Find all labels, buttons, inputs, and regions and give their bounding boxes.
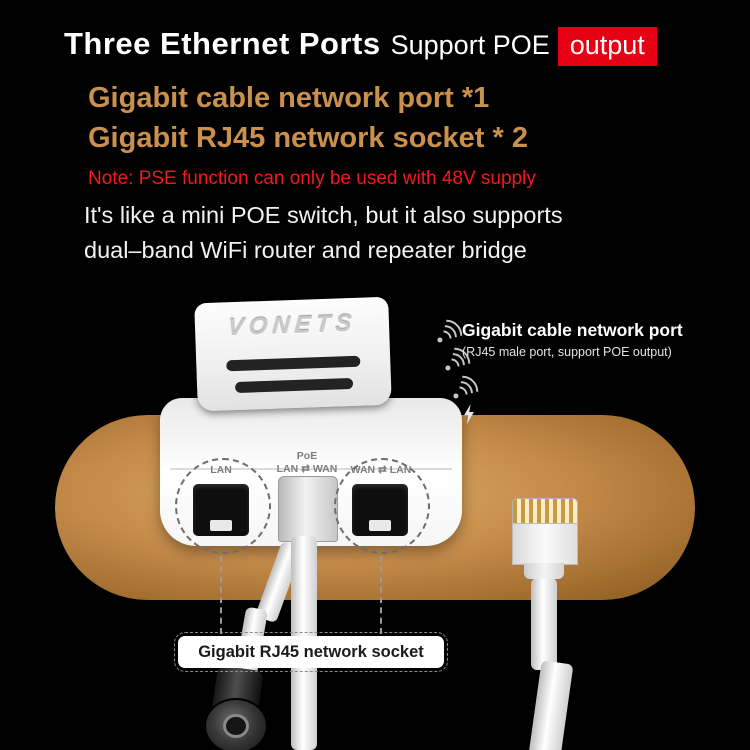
device-top-module: VONETS [194,296,392,412]
feature-line-2: Gigabit RJ45 network socket * 2 [88,122,528,155]
leader-line-left [220,556,222,634]
ethernet-cable [528,660,574,750]
main-title: Three Ethernet Ports [64,26,381,61]
rj45-connector-body [512,523,578,565]
center-port-plug [278,476,338,542]
note-text: Note: PSE function can only be used with… [88,168,536,189]
bottom-callout-label: Gigabit RJ45 network socket [174,632,448,672]
power-bolt-icon [464,404,474,424]
right-callout-title: Gigabit cable network port [462,320,683,340]
vent-slot [226,355,361,372]
subtitle-highlight-box: output [557,27,657,66]
description-line-1: It's like a mini POE switch, but it also… [84,202,563,228]
device-seam [170,468,452,470]
subtitle-prefix: Support POE [390,30,550,60]
rj45-connector-boot [524,563,564,579]
brand-logo: VONETS [226,309,358,342]
dc-power-connector-face [204,698,268,750]
description-line-2: dual–band WiFi router and repeater bridg… [84,237,527,264]
right-callout: Gigabit cable network port (RJ45 male po… [462,320,702,359]
wan-port-highlight-circle [334,458,430,554]
feature-line-1: Gigabit cable network port *1 [88,82,490,114]
leader-line-right [380,556,382,634]
device-body: LAN PoE LAN ⇄ WAN WAN ⇄ LAN [160,398,462,554]
description: It's like a mini POE switch, but it also… [84,198,563,269]
feature-lines: Gigabit cable network port *1 Gigabit RJ… [88,78,528,158]
rj45-connector-pins [512,498,578,524]
vent-slot [234,377,354,394]
right-callout-subtitle: (RJ45 male port, support POE output) [462,345,672,359]
center-port-label: LAN ⇄ WAN [276,463,338,475]
ethernet-cable [531,578,557,670]
poe-label: PoE [296,450,318,462]
lan-port-highlight-circle [175,458,271,554]
